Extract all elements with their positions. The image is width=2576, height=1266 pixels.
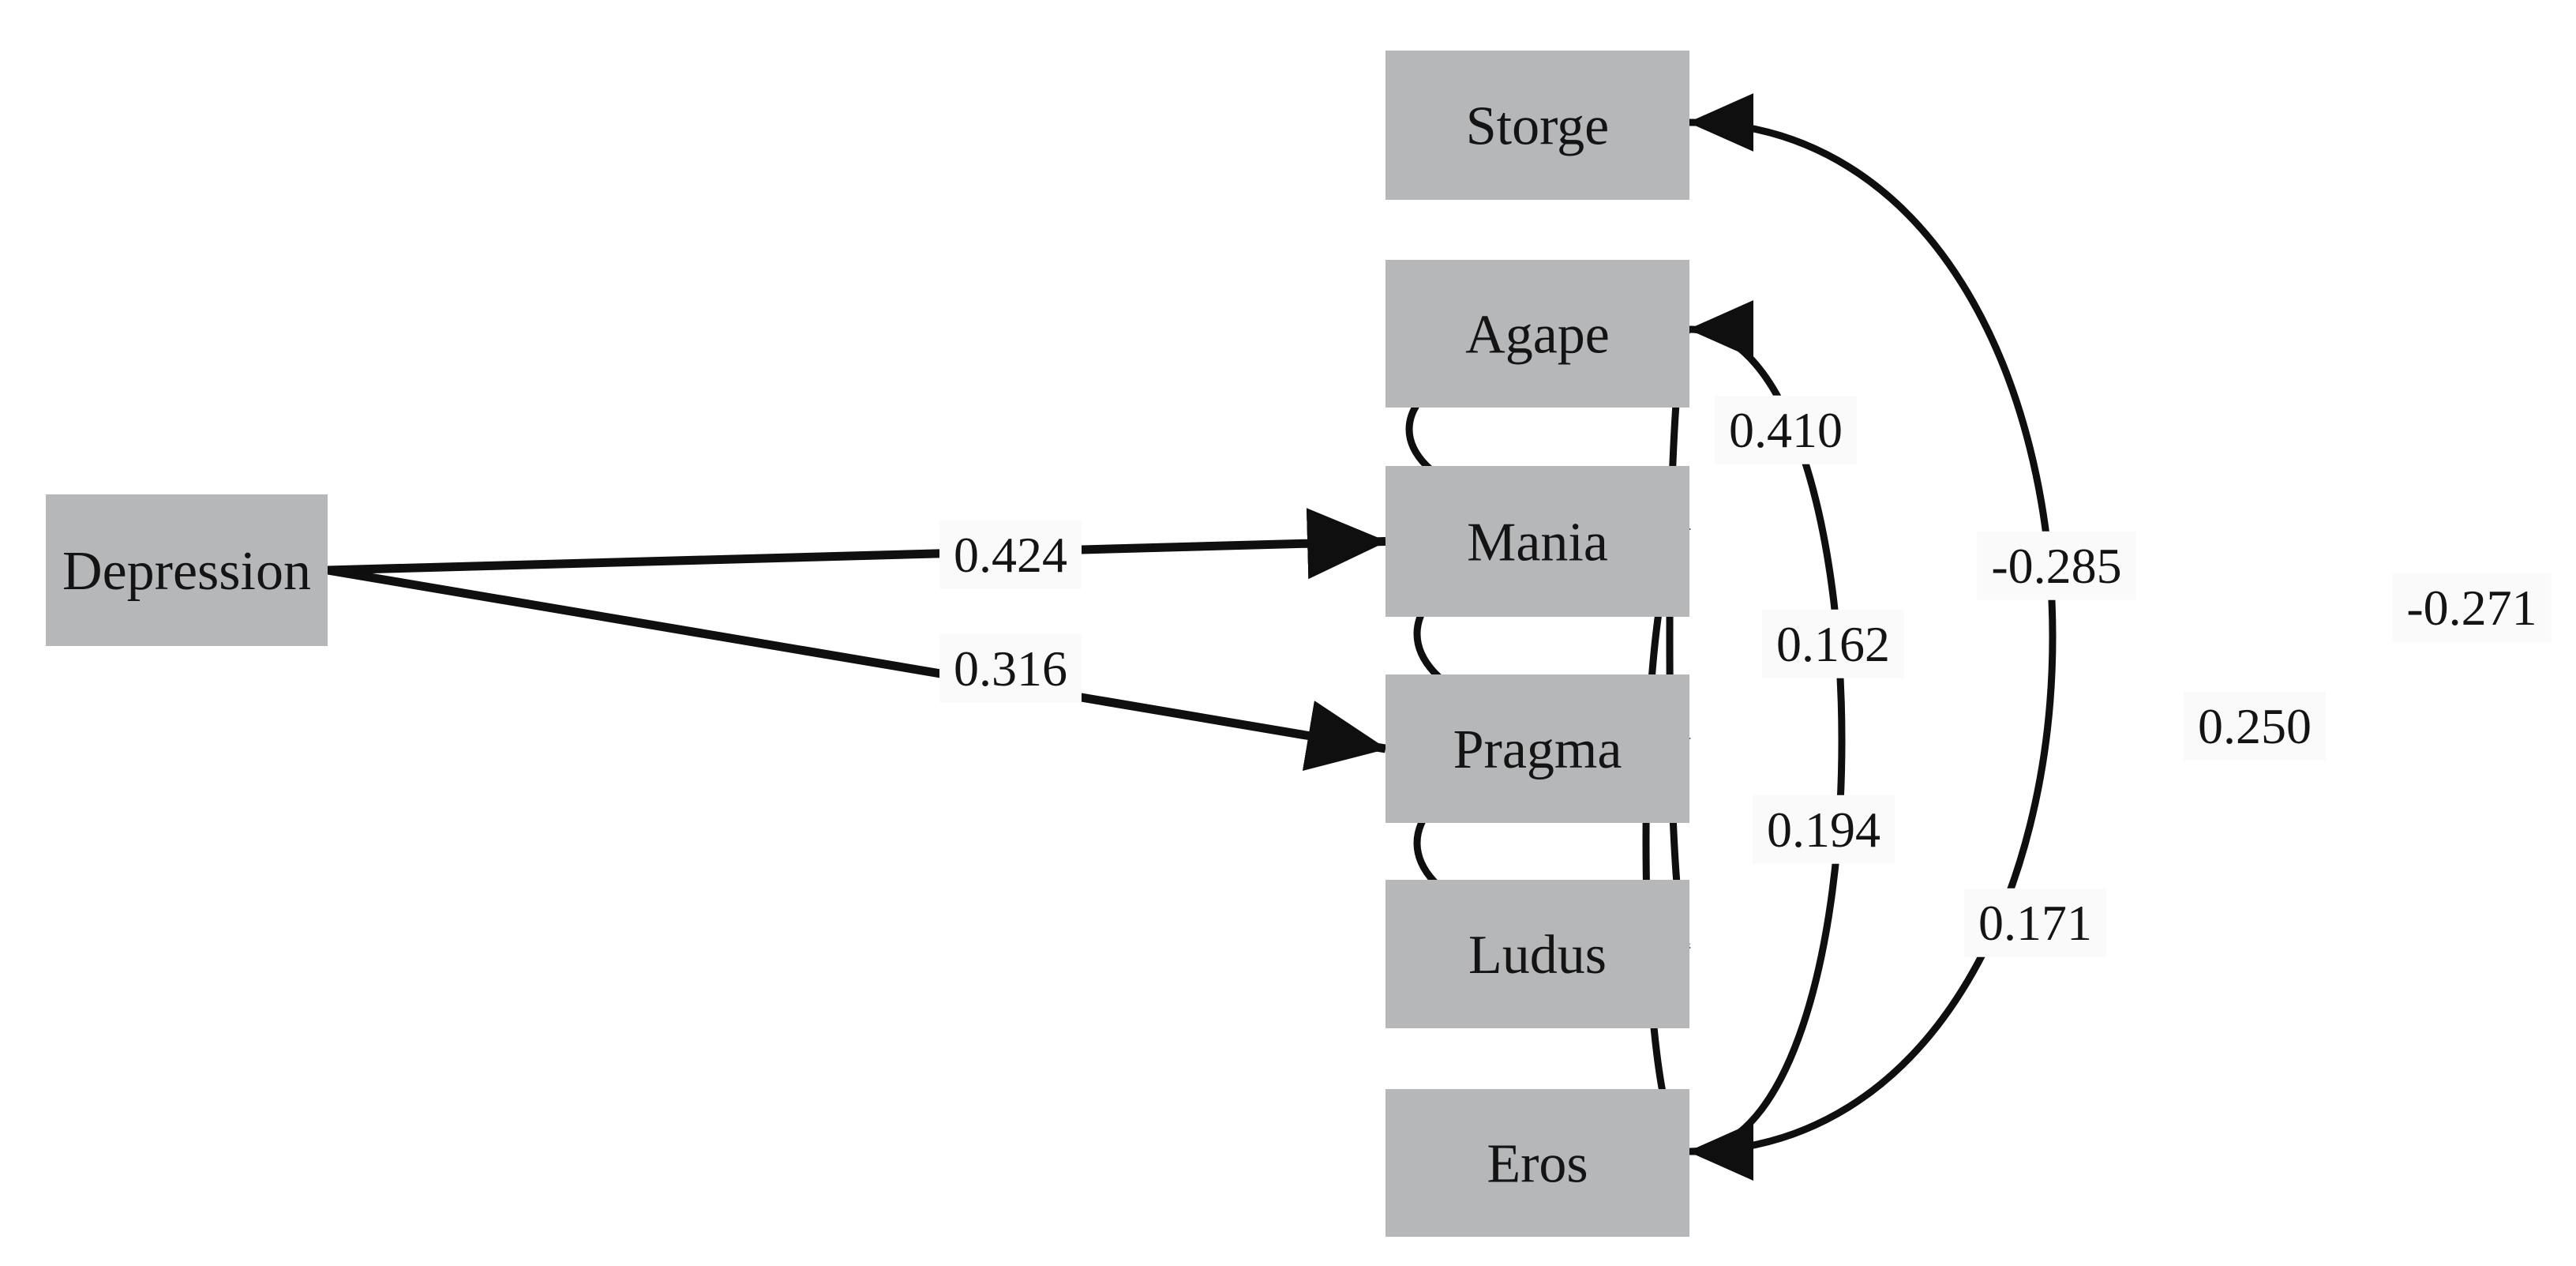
node-label-mania: Mania	[1467, 512, 1608, 573]
node-pragma: Pragma	[1385, 674, 1689, 823]
edge-label-text-pragma-ludus: 0.194	[1767, 802, 1880, 858]
node-label-ludus: Ludus	[1468, 925, 1607, 986]
node-label-storge: Storge	[1466, 96, 1610, 156]
edge-label-text-mania-eros: 0.171	[1978, 895, 2092, 951]
edge-depression-pragma	[327, 565, 1388, 772]
node-label-agape: Agape	[1465, 304, 1610, 365]
edge-storge-eros	[1688, 93, 2057, 1181]
edge-label-text-storge-eros: -0.271	[2406, 580, 2537, 636]
edge-label-depression-mania: 0.424	[939, 520, 1082, 589]
node-box-mania	[1385, 466, 1689, 617]
node-eros: Eros	[1385, 1089, 1689, 1237]
edge-label-text-agape-eros: 0.250	[2198, 698, 2312, 754]
edge-label-bg-depression-pragma	[939, 633, 1082, 703]
node-box-agape	[1385, 260, 1689, 408]
nodes-layer: Depression StorgeAgapeManiaPragmaLudusEro…	[46, 51, 1689, 1237]
edge-label-depression-pragma: 0.316	[939, 633, 1082, 703]
edge-depression-mania	[327, 508, 1388, 580]
node-box-eros	[1385, 1089, 1689, 1237]
edge-label-mania-pragma: 0.162	[1762, 609, 1904, 678]
node-agape: Agape	[1385, 260, 1689, 408]
node-ludus: Ludus	[1385, 880, 1689, 1028]
node-label-depression: Depression	[62, 541, 311, 602]
edge-label-text-depression-pragma: 0.316	[954, 641, 1067, 697]
node-depression: Depression	[46, 494, 328, 646]
edge-label-bg-depression-mania	[939, 520, 1082, 589]
node-mania: Mania	[1385, 466, 1689, 617]
edge-label-text-depression-mania: 0.424	[954, 527, 1067, 583]
edge-label-bg-pragma-ludus	[1753, 795, 1895, 864]
edge-label-bg-agape-ludus	[1977, 531, 2136, 600]
edge-label-text-agape-mania: 0.410	[1729, 402, 1843, 458]
edge-label-storge-eros: -0.271	[2392, 573, 2552, 642]
node-box-ludus	[1385, 880, 1689, 1028]
node-box-pragma	[1385, 674, 1689, 823]
edge-agape-eros	[1688, 300, 1846, 1181]
edge-label-agape-mania: 0.410	[1715, 395, 1857, 464]
node-label-eros: Eros	[1487, 1133, 1588, 1194]
edge-label-text-agape-ludus: -0.285	[1991, 538, 2121, 594]
edge-label-bg-mania-pragma	[1762, 609, 1904, 678]
edge-label-agape-eros: 0.250	[2184, 691, 2326, 761]
edge-label-bg-agape-eros	[2184, 691, 2326, 761]
node-label-pragma: Pragma	[1453, 719, 1622, 780]
edge-label-agape-ludus: -0.285	[1977, 531, 2136, 600]
edge-agape-ludus	[1625, 302, 1693, 975]
edge-label-pragma-ludus: 0.194	[1753, 795, 1895, 864]
edge-labels-layer: 0.424 0.316 0.410 0.162 0.194 -0.285 0.171 0.25…	[939, 395, 2552, 957]
edge-label-mania-eros: 0.171	[1964, 888, 2106, 957]
edge-label-bg-storge-eros	[2392, 573, 2552, 642]
node-storge: Storge	[1385, 51, 1689, 200]
node-box-storge	[1385, 51, 1689, 200]
edge-label-bg-mania-eros	[1964, 888, 2106, 957]
node-box-depression	[46, 494, 328, 646]
edge-label-bg-agape-mania	[1715, 395, 1857, 464]
edge-label-text-mania-pragma: 0.162	[1776, 616, 1890, 672]
